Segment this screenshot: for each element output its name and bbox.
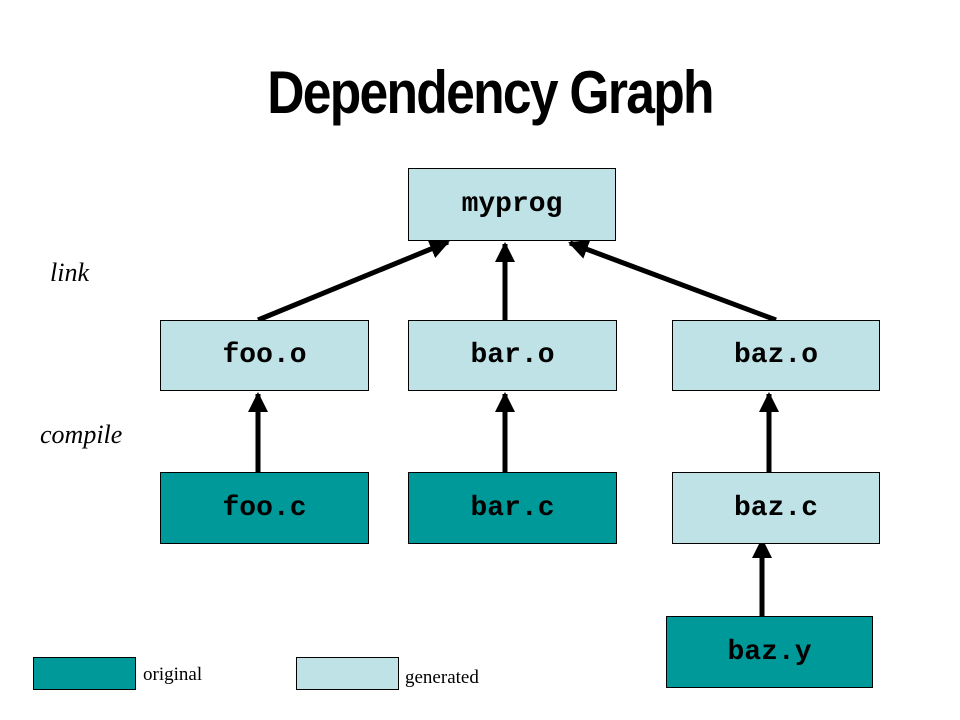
node-bar-o: bar.o <box>408 320 617 391</box>
stage-label-link: link <box>50 258 89 287</box>
legend-label-original: original <box>143 664 203 685</box>
node-baz-c: baz.c <box>672 472 880 544</box>
node-myprog: myprog <box>408 168 616 241</box>
page-title: Dependency Graph <box>267 59 714 126</box>
stage-label-compile: compile <box>40 420 123 449</box>
node-baz-o: baz.o <box>672 320 880 391</box>
edge-baz-o-to-myprog <box>568 239 777 323</box>
node-baz-y: baz.y <box>666 616 873 688</box>
node-foo-o: foo.o <box>160 320 369 391</box>
edge-foo-o-to-myprog <box>257 239 450 323</box>
node-bar-c: bar.c <box>408 472 617 544</box>
legend-label-generated: generated <box>405 667 479 688</box>
legend-swatch-generated <box>296 657 399 690</box>
legend-swatch-original <box>33 657 136 690</box>
node-foo-c: foo.c <box>160 472 369 544</box>
